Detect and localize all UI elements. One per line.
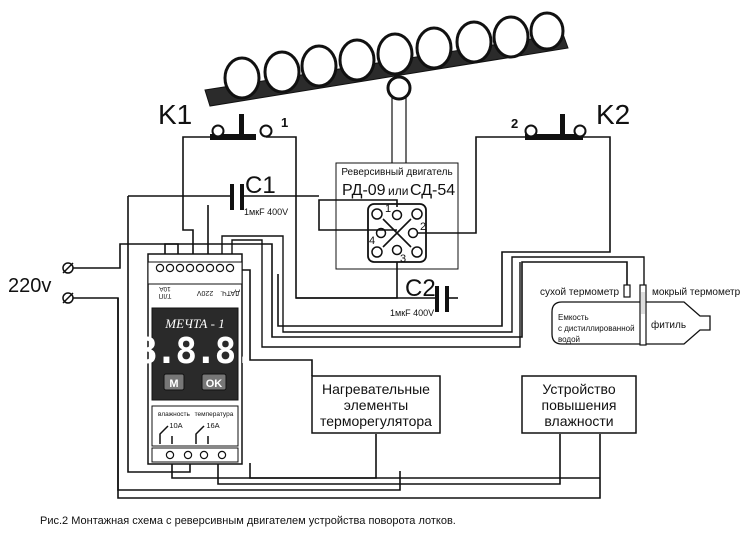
c1-label: C1	[245, 172, 276, 199]
controller-brand: МЕЧТА - 1	[164, 316, 224, 331]
humidifier-line-1: Устройство	[542, 381, 615, 397]
wet-thermometer	[639, 284, 647, 346]
wick-label: фитиль	[651, 319, 686, 331]
motor-model-b: СД-54	[410, 182, 455, 199]
dry-thermometer-label: сухой термометр	[540, 287, 620, 298]
controller-display: 8.8.8.	[136, 331, 254, 372]
heater-elements-box: Нагревательные элементы терморегулятора	[311, 375, 441, 434]
mains-input: 220v	[8, 262, 74, 304]
capacitor-c2: C2 1мкF 400V	[390, 275, 449, 318]
mains-label: 220v	[8, 275, 51, 297]
terminal-label-sensor: ДАТЧ.	[220, 289, 240, 296]
heater-line-3: терморегулятора	[320, 413, 432, 429]
limit-switch-k1: K1 1	[158, 99, 288, 140]
motor-model-a: РД-09	[342, 182, 386, 199]
relay-label-temperature: температура	[195, 411, 234, 418]
k1-contact-number: 1	[281, 115, 288, 130]
wires	[70, 136, 645, 499]
dry-thermometer-bulb	[623, 284, 631, 298]
motor-model-or: или	[388, 184, 408, 198]
controller-button-m: M	[169, 378, 178, 390]
k2-contact-number: 2	[511, 116, 518, 131]
motor-title: Реверсивный двигатель	[341, 167, 452, 178]
motor-pin-3: 3	[400, 253, 406, 265]
motor-pin-1: 1	[385, 203, 391, 215]
c1-value: 1мкF 400V	[244, 207, 288, 217]
terminal-label-220v: 220V	[197, 289, 214, 296]
vessel-line-2: с дистиллированной	[558, 324, 635, 333]
vessel-line-1: Емкость	[558, 313, 589, 322]
figure-caption: Рис.2 Монтажная схема с реверсивным двиг…	[40, 515, 456, 527]
top-terminals	[155, 263, 235, 273]
c2-value: 1мкF 400V	[390, 308, 434, 318]
relay-humidity-amp: 10А	[169, 421, 182, 430]
thermometers-vessel: сухой термометр мокрый термометр Емкость…	[540, 284, 741, 346]
motor-pin-2: 2	[420, 221, 426, 233]
humidifier-box: Устройство повышения влажности	[521, 375, 637, 434]
egg-tray	[204, 11, 569, 167]
terminal-label-tlp-amp: 10А	[159, 285, 171, 292]
controller-mechta-1: ТЛП 10А 220V ДАТЧ. МЕЧТА - 1 8.8.8. M OK…	[136, 253, 256, 465]
motor-pin-4: 4	[369, 235, 375, 247]
capacitor-c1: C1 1мкF 400V	[230, 172, 288, 217]
vessel-line-3: водой	[558, 335, 580, 344]
terminal-label-tlp: ТЛП	[158, 292, 171, 299]
humidifier-line-3: влажности	[544, 413, 613, 429]
humidifier-line-2: повышения	[541, 397, 616, 413]
limit-switch-k2: K2 2	[511, 99, 630, 140]
reversible-motor: Реверсивный двигатель РД-09 или СД-54 1 …	[335, 162, 459, 270]
k1-label: K1	[158, 99, 192, 130]
motor-terminal-screws	[371, 208, 423, 258]
k2-label: K2	[596, 99, 630, 130]
c2-label: C2	[405, 275, 436, 302]
wet-thermometer-label: мокрый термометр	[652, 287, 741, 298]
controller-button-ok: OK	[206, 378, 223, 390]
heater-line-2: элементы	[344, 397, 408, 413]
relay-label-humidity: влажность	[158, 411, 190, 418]
relay-temperature-amp: 16А	[206, 421, 219, 430]
heater-line-1: Нагревательные	[322, 381, 430, 397]
